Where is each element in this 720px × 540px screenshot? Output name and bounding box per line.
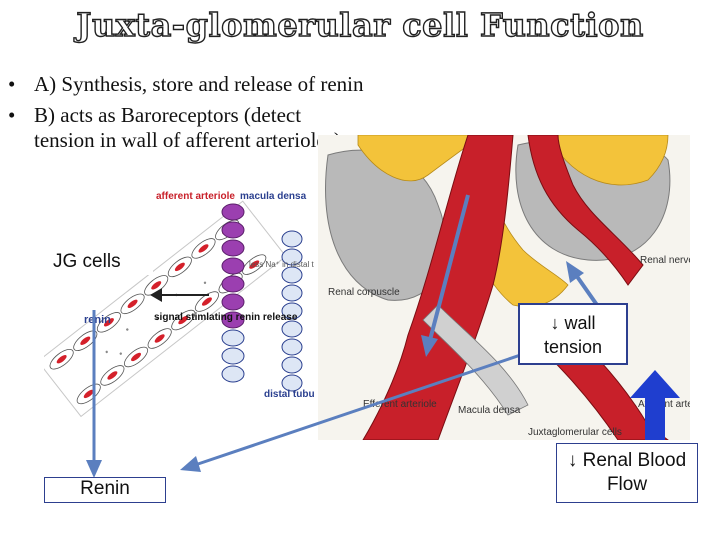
label-afferent-arteriole: afferent arteriole xyxy=(156,191,235,202)
bullet-list: • A) Synthesis, store and release of ren… xyxy=(8,72,648,159)
bullet-text: B) acts as Baroreceptors (detect tension… xyxy=(34,103,341,152)
bullet-baroreceptors: • B) acts as Baroreceptors (detect tensi… xyxy=(8,103,354,153)
renal-corpuscle-diagram: Renal corpuscle Renal nerve Efferent art… xyxy=(318,135,690,440)
wall-tension-box: ↓ wall tension xyxy=(518,303,628,365)
label-renal-corpuscle: Renal corpuscle xyxy=(328,287,400,298)
label-distal-tubule: distal tubule xyxy=(264,389,314,400)
renal-blood-flow-box: ↓ Renal Blood Flow xyxy=(556,443,698,503)
label-signal: signal stimlating renin release xyxy=(154,312,298,323)
label-renal-nerve: Renal nerve xyxy=(640,255,690,266)
label-macula-densa-right: Macula densa xyxy=(458,405,521,416)
bullet-text: A) Synthesis, store and release of renin xyxy=(34,72,364,96)
slide-title: Juxta-glomerular cell Function xyxy=(76,5,644,44)
label-macula-densa: macula densa xyxy=(240,191,307,202)
label-juxtaglomerular-cells: Juxtaglomerular cells xyxy=(528,427,622,438)
macula-densa-cells xyxy=(221,203,245,329)
label-efferent-arteriole: Efferent arteriole xyxy=(363,399,437,410)
label-afferent-arteriole-right: Afferent arteriole xyxy=(638,399,690,410)
bullet-symbol: • xyxy=(8,72,16,96)
signal-arrow-icon xyxy=(150,288,209,302)
bullet-symbol: • xyxy=(8,103,16,127)
bullet-synthesis: • A) Synthesis, store and release of ren… xyxy=(8,72,648,97)
jg-cell-diagram: afferent arteriole macula densa less Na⁺… xyxy=(44,175,314,425)
jg-cells-label: JG cells xyxy=(53,249,153,275)
label-renin-diagram: renin xyxy=(84,314,111,326)
label-less-na: less Na⁺ in distal tubule xyxy=(249,260,314,269)
renin-box: Renin xyxy=(44,477,166,503)
arteriole-wall xyxy=(44,200,287,418)
